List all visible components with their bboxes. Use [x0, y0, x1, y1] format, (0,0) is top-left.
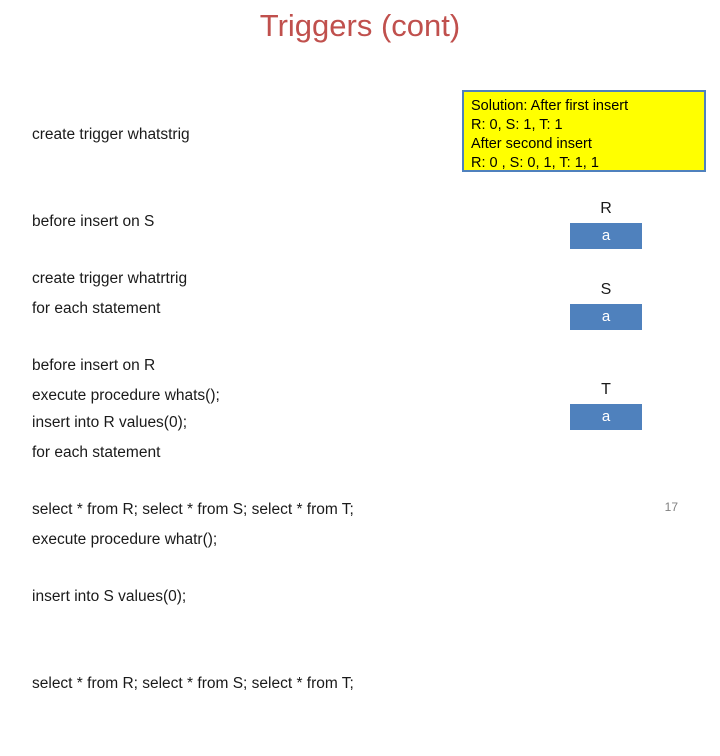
result-table-s: S a [570, 279, 642, 330]
code-block-sql-statements: insert into R values(0); select * from R… [32, 350, 354, 756]
code-line: select * from R; select * from S; select… [32, 675, 354, 692]
solution-callout: Solution: After first insert R: 0, S: 1,… [462, 90, 706, 172]
page-title: Triggers (cont) [259, 8, 461, 43]
solution-line: Solution: After first insert [471, 98, 629, 114]
result-table-r: R a [570, 198, 642, 249]
code-line: before insert on R [32, 357, 156, 374]
code-line: execute procedure whats(); [32, 387, 220, 404]
code-line: insert into R values(0); [32, 414, 188, 431]
solution-line: R: 0 , S: 0, 1, T: 1, 1 [471, 155, 599, 171]
code-line: before insert on S [32, 213, 155, 230]
code-line: select * from R; select * from S; select… [32, 501, 354, 518]
result-table-cell: a [570, 404, 642, 430]
result-table-t: T a [570, 379, 642, 430]
result-table-cell: a [570, 304, 642, 330]
result-table-cell: a [570, 223, 642, 249]
code-line: for each statement [32, 444, 161, 461]
code-line: for each statement [32, 300, 161, 317]
page-number: 17 [664, 500, 678, 514]
code-block-whatstrig: create trigger whatstrig before insert o… [32, 62, 220, 468]
solution-line: R: 0, S: 1, T: 1 [471, 117, 563, 133]
solution-line: After second insert [471, 136, 592, 152]
result-table-header: S [600, 281, 612, 298]
code-line: insert into S values(0); [32, 588, 187, 605]
result-table-header: R [600, 200, 612, 217]
code-line: create trigger whatstrig [32, 126, 190, 143]
slide: Triggers (cont) create trigger whatstrig… [32, 8, 706, 692]
code-line: create trigger whatrtrig [32, 270, 188, 287]
result-table-header: T [601, 381, 611, 398]
